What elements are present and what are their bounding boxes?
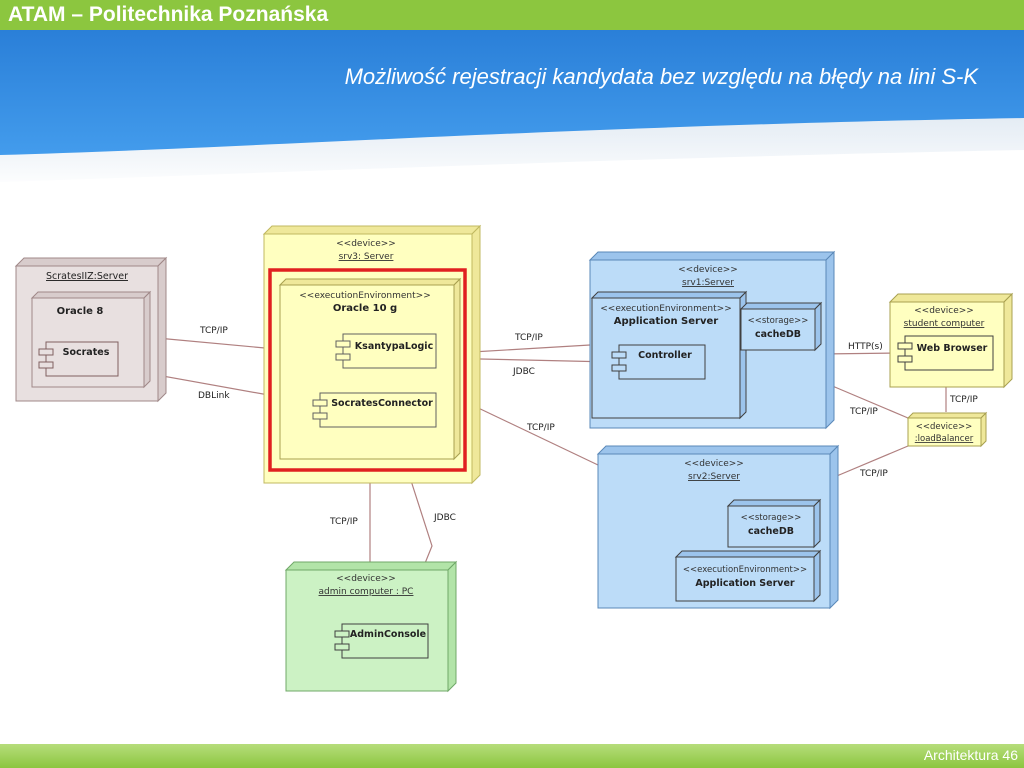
component-adminconsole: AdminConsole [334, 623, 429, 659]
component-controller: Controller [611, 344, 706, 380]
node-storage2-stereotype: <<storage>> [741, 513, 802, 523]
component-ksantypalogic: KsantypaLogic [335, 333, 437, 369]
component-controller-label: Controller [638, 350, 692, 361]
node-srv2-stereotype: <<device>> [684, 459, 744, 469]
footer-bar: Architektura 46 [0, 744, 1024, 768]
node-storage1-stereotype: <<storage>> [748, 316, 809, 326]
link-tcp-srv2-lb [831, 445, 909, 479]
highlight-box [268, 268, 467, 472]
node-storage1-title: cacheDB [755, 329, 801, 340]
node-appserver2-stereotype: <<executionEnvironment>> [683, 565, 807, 575]
label-jdbc-admin: JDBC [433, 513, 456, 523]
brand-title: ATAM – Politechnika Poznańska [8, 3, 329, 26]
label-tcp-student-lb: TCP/IP [949, 395, 978, 405]
label-tcp-srv3-srv2: TCP/IP [526, 423, 555, 433]
node-student-stereotype: <<device>> [914, 306, 974, 316]
node-srv3-stereotype: <<device>> [336, 239, 396, 249]
component-socratesconnector: SocratesConnector [312, 392, 437, 428]
node-appserver1-title: Application Server [614, 316, 718, 327]
label-dblink: DBLink [198, 391, 230, 401]
component-web-browser-label: Web Browser [917, 343, 988, 354]
component-socrates: Socrates [38, 341, 119, 377]
node-admin-stereotype: <<device>> [336, 574, 396, 584]
node-scrates-title: ScratesIIZ:Server [46, 271, 128, 282]
node-lb-stereotype: <<device>> [916, 422, 972, 432]
component-ksantypalogic-label: KsantypaLogic [355, 341, 433, 352]
label-tcp-srv3-srv1: TCP/IP [514, 333, 543, 343]
node-loadbalancer: <<device>> :loadBalancer [906, 411, 988, 448]
node-srv1-stereotype: <<device>> [678, 265, 738, 275]
node-oracle10: <<executionEnvironment>> Oracle 10 g [278, 277, 462, 461]
node-oracle8-title: Oracle 8 [57, 306, 104, 317]
node-oracle10-stereotype: <<executionEnvironment>> [299, 291, 431, 301]
node-appserver1-stereotype: <<executionEnvironment>> [600, 304, 732, 314]
label-tcp-srv2-lb: TCP/IP [859, 469, 888, 479]
component-socrates-label: Socrates [63, 347, 110, 358]
node-storage1: <<storage>> cacheDB [739, 301, 823, 352]
node-oracle10-title: Oracle 10 g [333, 303, 397, 314]
node-srv2-title: srv2:Server [688, 472, 740, 482]
node-appserver2-title: Application Server [695, 578, 795, 589]
node-admin-title: admin computer : PC [319, 587, 414, 597]
link-tcp-srv3-srv2 [471, 404, 599, 466]
node-lb-title: :loadBalancer [915, 434, 974, 444]
label-tcp-admin: TCP/IP [329, 517, 358, 527]
node-appserver2: <<executionEnvironment>> Application Ser… [674, 549, 822, 603]
node-student-title: student computer [904, 319, 985, 329]
label-jdbc-srv3-srv1: JDBC [512, 367, 535, 377]
node-storage2: <<storage>> cacheDB [726, 498, 822, 549]
link-tcp-srv1-lb [829, 384, 909, 419]
node-storage2-title: cacheDB [748, 526, 794, 537]
link-tcp-scrates-srv3 [156, 337, 266, 349]
link-tcp-srv3-srv1 [471, 344, 591, 353]
slide-subtitle: Możliwość rejestracji kandydata bez wzgl… [344, 64, 978, 89]
label-tcp-srv1-lb: TCP/IP [849, 407, 878, 417]
page-number: Architektura 46 [923, 747, 1018, 763]
header-banner [0, 30, 1024, 190]
label-tcp-scrates-srv3: TCP/IP [199, 326, 228, 336]
component-web-browser: Web Browser [897, 335, 994, 371]
label-http: HTTP(s) [848, 342, 883, 352]
node-srv3-title: srv3: Server [339, 252, 394, 262]
component-socratesconnector-label: SocratesConnector [331, 398, 433, 409]
component-adminconsole-label: AdminConsole [350, 629, 426, 640]
node-srv1-title: srv1:Server [682, 278, 734, 288]
top-bar: ATAM – Politechnika Poznańska [0, 0, 1024, 30]
